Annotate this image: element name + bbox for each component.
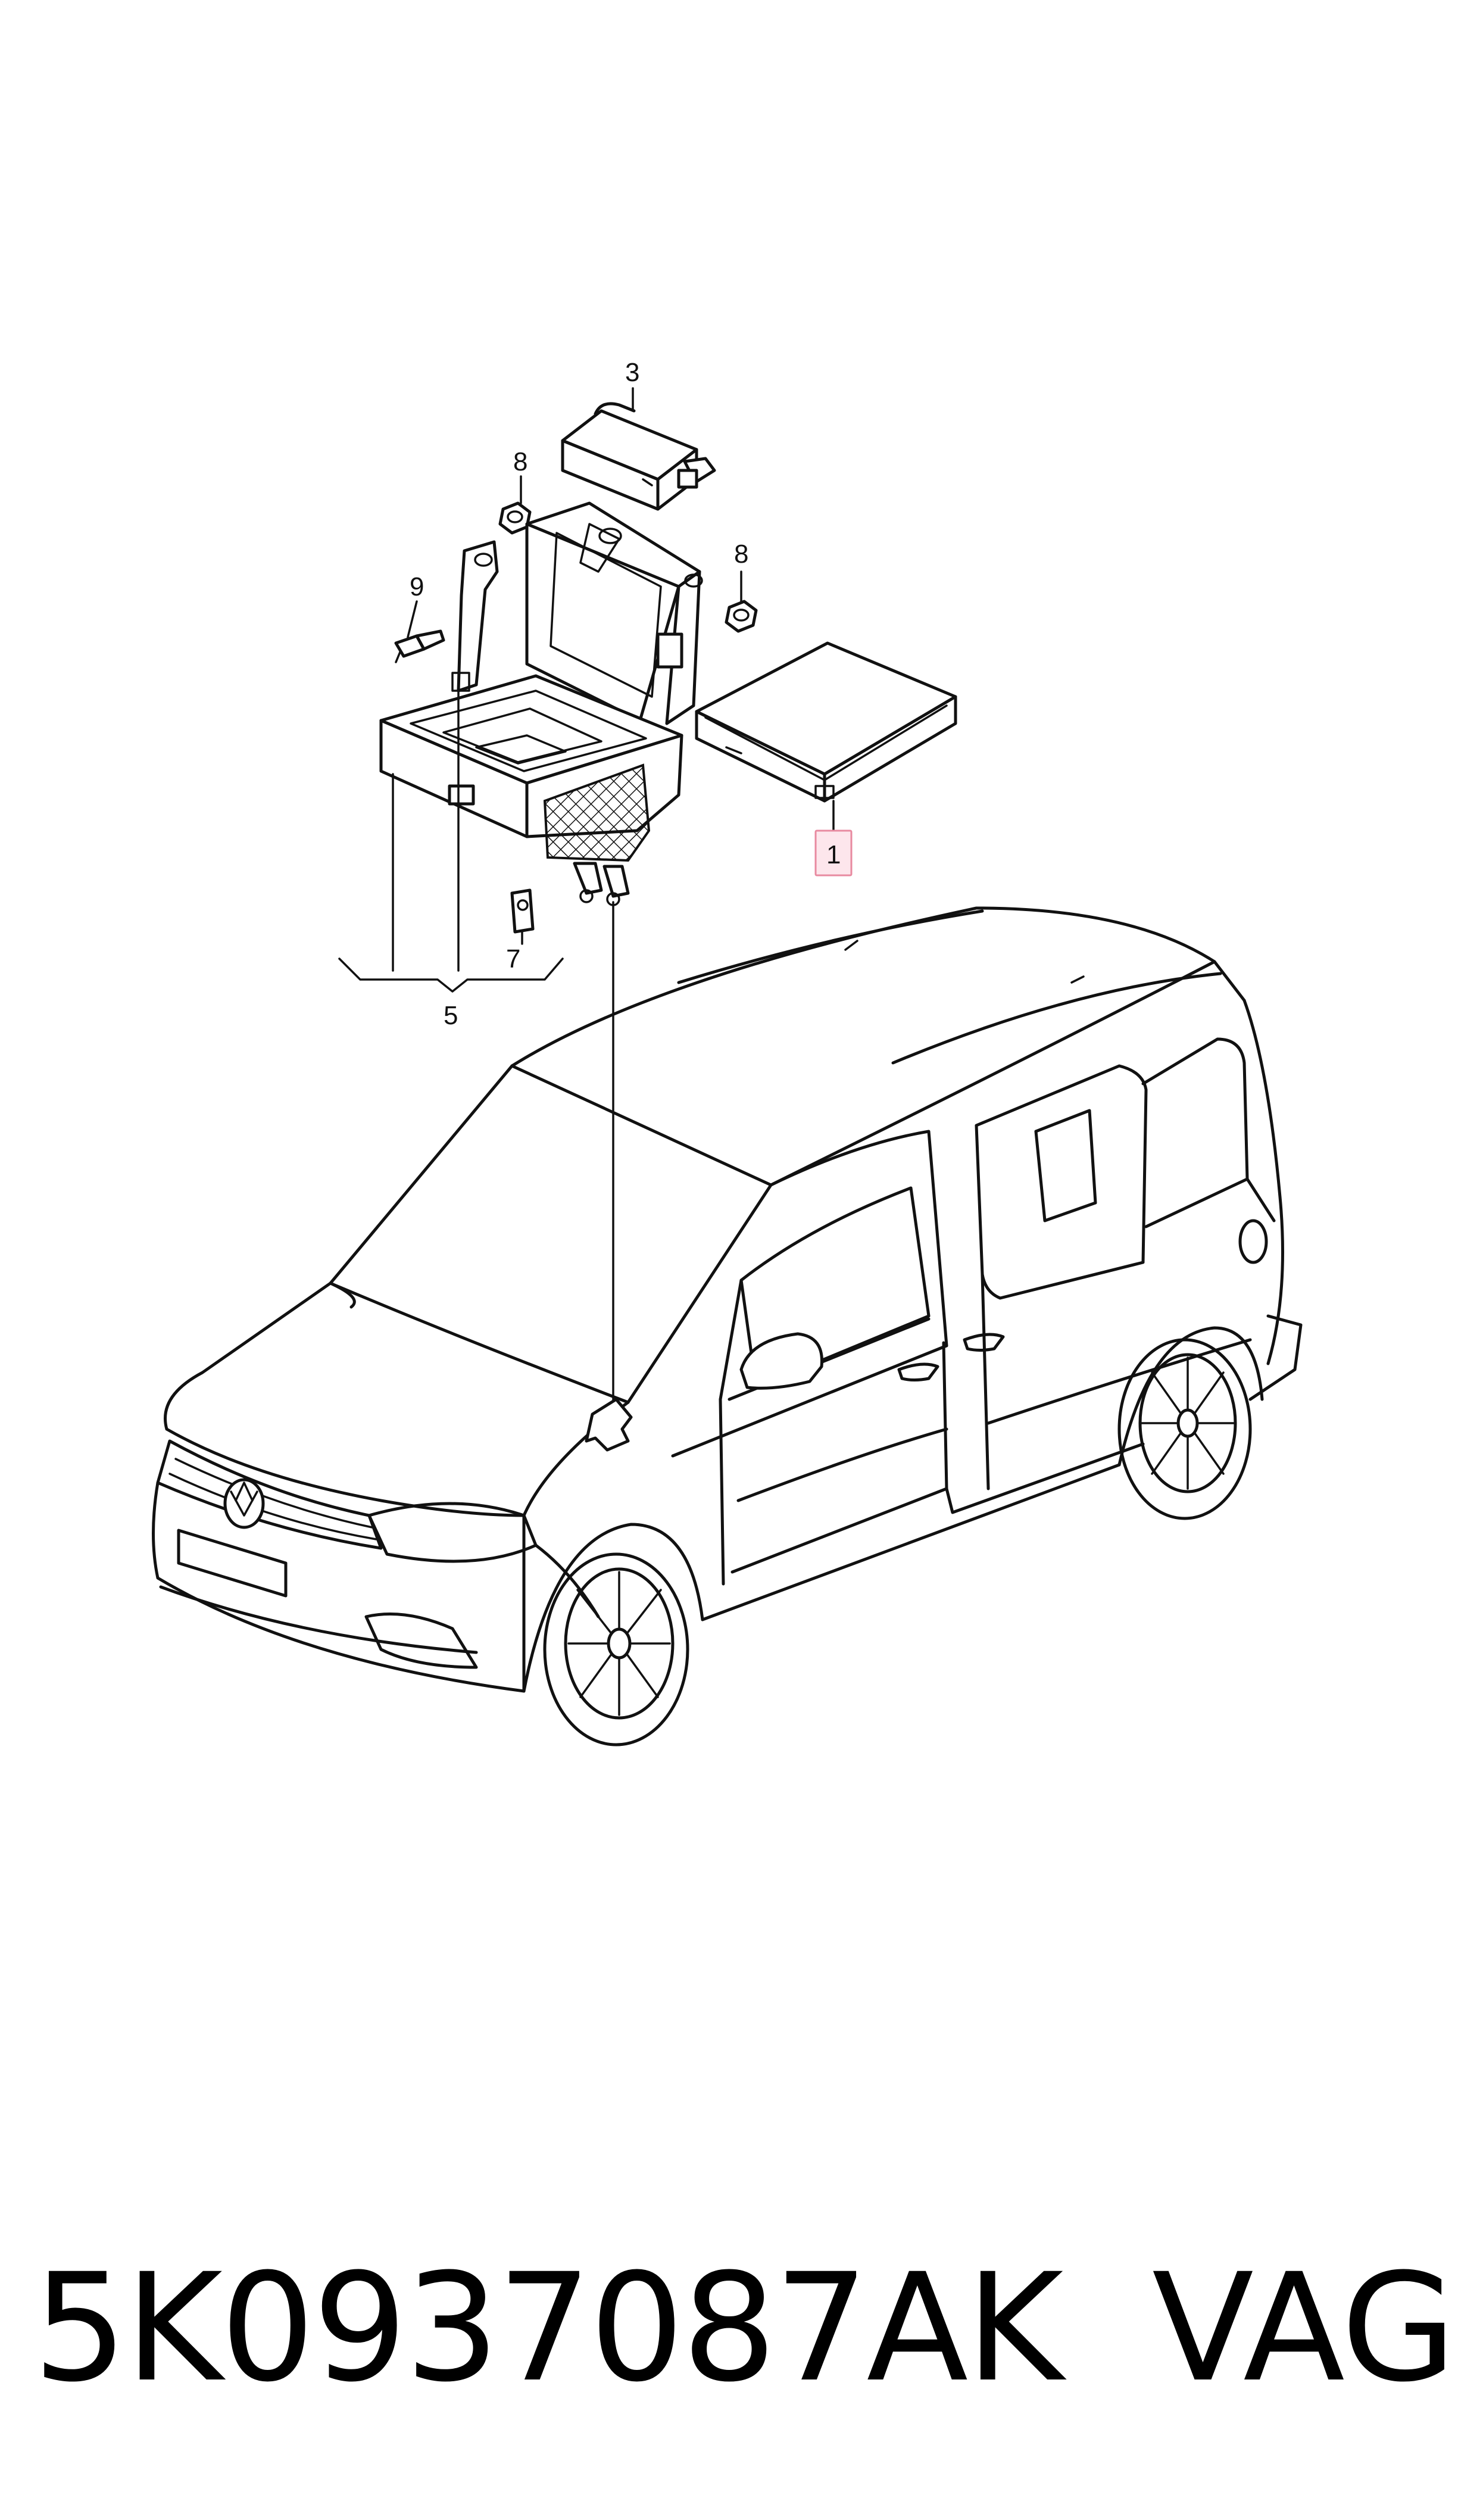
vehicle-van-outline bbox=[152, 906, 1303, 1746]
leader-lines bbox=[338, 387, 835, 1424]
part-3-sensor-module bbox=[561, 402, 716, 511]
callout-7: 7 bbox=[506, 944, 520, 974]
part-1-control-unit bbox=[695, 641, 957, 803]
part-8-nut-right bbox=[725, 600, 758, 633]
brand-caption: VAG bbox=[1152, 2241, 1456, 2415]
callout-8-right: 8 bbox=[734, 539, 748, 569]
callout-9: 9 bbox=[410, 572, 424, 601]
part-9-bolt bbox=[394, 629, 445, 663]
callout-5: 5 bbox=[444, 1001, 458, 1030]
callout-1: 1 bbox=[826, 840, 841, 869]
callout-1-highlight bbox=[814, 829, 853, 877]
part-5-bracket-assembly bbox=[379, 501, 703, 934]
part-number-caption: 5K0937087AK bbox=[33, 2241, 1063, 2415]
callout-3: 3 bbox=[625, 358, 639, 387]
callout-8-left: 8 bbox=[513, 447, 527, 476]
